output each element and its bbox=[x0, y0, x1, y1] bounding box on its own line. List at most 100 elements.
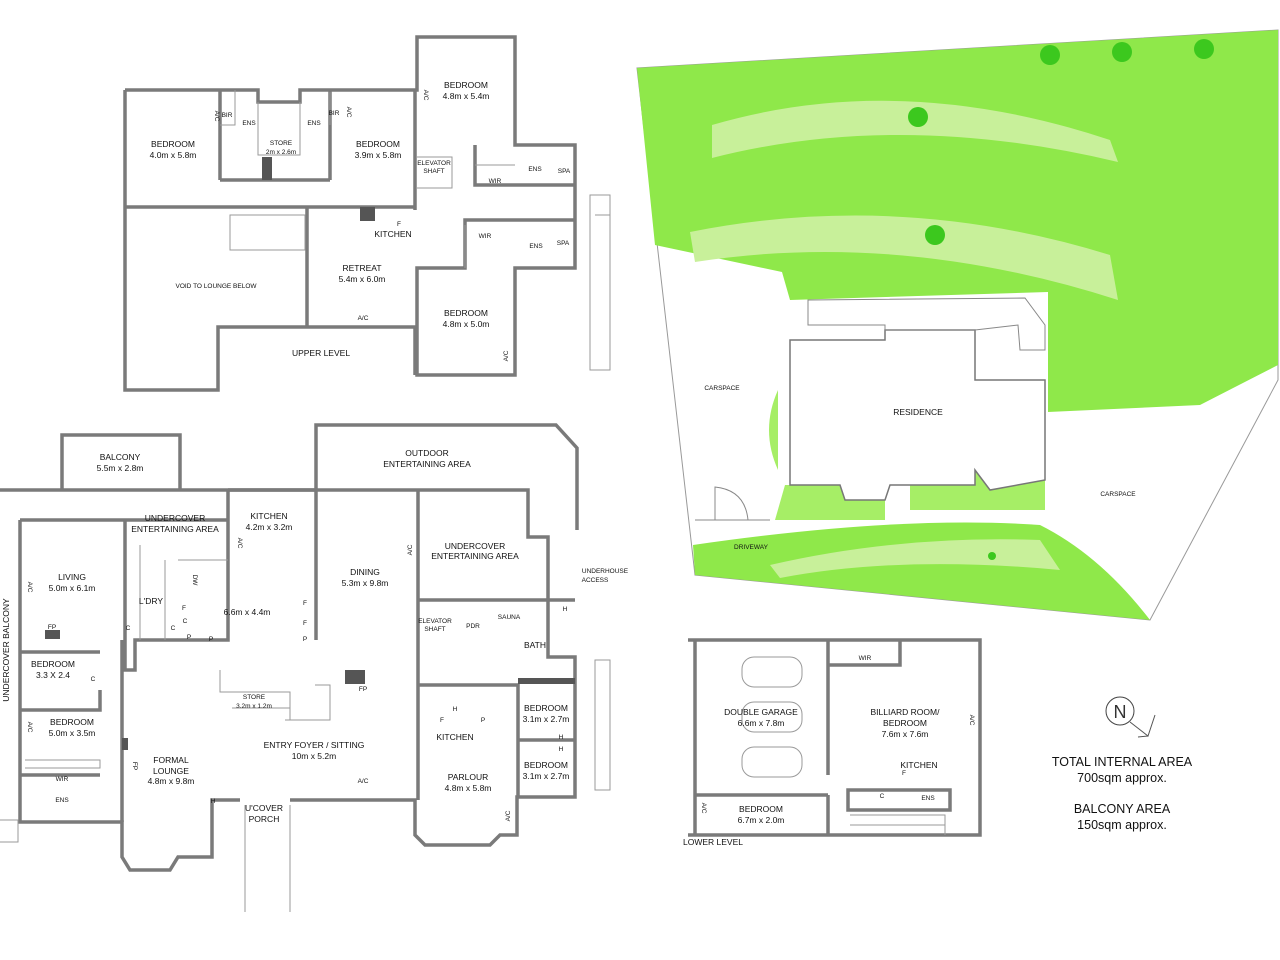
area-label: ACCESS bbox=[582, 577, 609, 584]
heater-label: H bbox=[453, 706, 458, 713]
car-icon bbox=[741, 656, 803, 688]
room-dims: 4.0m x 5.8m bbox=[150, 150, 197, 160]
room-name: STORE bbox=[270, 140, 293, 147]
fp-label: FP bbox=[359, 686, 367, 693]
elevator-label: ELEVATOR bbox=[417, 160, 451, 167]
level-title: UPPER LEVEL bbox=[292, 348, 350, 358]
ac-label: A/C bbox=[236, 538, 243, 549]
room-dims: 3.9m x 5.8m bbox=[355, 150, 402, 160]
area-label: UNDERCOVER bbox=[145, 513, 205, 523]
residence-label: RESIDENCE bbox=[893, 407, 943, 417]
ens-label: ENS bbox=[242, 120, 256, 127]
ens-label: ENS bbox=[528, 166, 542, 173]
bath-label: BATH bbox=[524, 640, 546, 650]
north-arrow: N bbox=[1105, 696, 1156, 738]
ground-level-plan: BALCONY 5.5m x 2.8m OUTDOOR ENTERTAINING… bbox=[0, 423, 629, 912]
room-dims: 4.8m x 5.0m bbox=[443, 319, 490, 329]
fp-label: FP bbox=[131, 762, 138, 770]
room-name: BEDROOM bbox=[356, 139, 400, 149]
fp-label: FP bbox=[48, 624, 56, 631]
room-dims: 5.0m x 6.1m bbox=[49, 583, 96, 593]
ac-label: A/C bbox=[26, 722, 33, 733]
cupboard-label: C bbox=[91, 676, 96, 683]
room-dims: 3.2m x 1.2m bbox=[236, 703, 272, 710]
room-dims: 7.6m x 7.6m bbox=[882, 729, 929, 739]
laundry-label: L'DRY bbox=[139, 596, 163, 606]
area-label: UNDERCOVER bbox=[445, 541, 505, 551]
room-dims: 4.8m x 9.8m bbox=[148, 776, 195, 786]
balcony-area-label: BALCONY AREA bbox=[1074, 802, 1171, 816]
site-plan: CARSPACE CARSPACE RESIDENCE DRIVEWAY bbox=[636, 29, 1279, 621]
wir-label: WIR bbox=[56, 776, 69, 783]
lawn-bottom-band bbox=[770, 539, 1060, 578]
room-dims: 4.2m x 3.2m bbox=[246, 522, 293, 532]
lawn-side bbox=[769, 390, 778, 470]
heater-label: H bbox=[559, 746, 564, 753]
area-label: UNDERHOUSE bbox=[582, 568, 629, 575]
ac-label: A/C bbox=[700, 803, 707, 814]
kitchen-label: KITCHEN bbox=[900, 760, 937, 770]
heater-label: H bbox=[563, 606, 568, 613]
driveway-label: DRIVEWAY bbox=[734, 544, 769, 551]
fridge-label: F bbox=[397, 221, 401, 228]
heater-label: H bbox=[559, 734, 564, 741]
pantry-label: P bbox=[303, 636, 307, 643]
room-name: BEDROOM bbox=[524, 703, 568, 713]
driveway-outline bbox=[695, 486, 770, 521]
room-dims: 6.6m x 4.4m bbox=[224, 607, 271, 617]
area-label: OUTDOOR bbox=[405, 448, 448, 458]
area-summary: TOTAL INTERNAL AREA 700sqm approx. BALCO… bbox=[1052, 755, 1193, 832]
room-name: BEDROOM bbox=[524, 760, 568, 770]
car-icon bbox=[741, 746, 803, 778]
area-label: ENTERTAINING AREA bbox=[383, 459, 471, 469]
room-dims: 5.4m x 6.0m bbox=[339, 274, 386, 284]
bir-label: BIR bbox=[329, 110, 340, 117]
room-name: PARLOUR bbox=[448, 772, 488, 782]
total-internal-area-value: 700sqm approx. bbox=[1077, 771, 1167, 785]
cupboard-label: C bbox=[880, 793, 885, 800]
kitchen-label: KITCHEN bbox=[436, 732, 473, 742]
north-label: N bbox=[1114, 702, 1127, 722]
level-title: LOWER LEVEL bbox=[683, 837, 743, 847]
carspace-label: CARSPACE bbox=[704, 385, 740, 392]
ens-label: ENS bbox=[307, 120, 321, 127]
carspace-label: CARSPACE bbox=[1100, 491, 1136, 498]
ac-label: A/C bbox=[407, 544, 414, 555]
area-label: ENTERTAINING AREA bbox=[131, 524, 219, 534]
ens-label: ENS bbox=[921, 795, 935, 802]
sauna-label: SAUNA bbox=[498, 614, 521, 621]
ac-label: A/C bbox=[422, 90, 429, 101]
cupboard-label: C bbox=[171, 625, 176, 632]
ac-label: A/C bbox=[213, 111, 220, 122]
room-name: DOUBLE GARAGE bbox=[724, 707, 798, 717]
wir-label: WIR bbox=[489, 178, 502, 185]
room-name: BEDROOM bbox=[444, 308, 488, 318]
room-dims: 10m x 5.2m bbox=[292, 751, 336, 761]
room-name: BALCONY bbox=[100, 452, 141, 462]
ac-label: A/C bbox=[26, 582, 33, 593]
ac-label: A/C bbox=[503, 350, 510, 361]
ens-label: ENS bbox=[55, 797, 69, 804]
elevator-label: SHAFT bbox=[424, 626, 445, 633]
pantry-label: P bbox=[481, 717, 485, 724]
area-label: UNDERCOVER BALCONY bbox=[1, 598, 11, 702]
room-name: RETREAT bbox=[342, 263, 381, 273]
room-name: BILLIARD ROOM/ bbox=[871, 707, 941, 717]
fridge-label: F bbox=[182, 605, 186, 612]
lawn-band-2 bbox=[690, 215, 1118, 300]
fridge-label: F bbox=[303, 600, 307, 607]
room-name: BEDROOM bbox=[444, 80, 488, 90]
stairs bbox=[850, 814, 946, 835]
room-dims: 2m x 2.6m bbox=[266, 149, 296, 156]
wir-label: WIR bbox=[479, 233, 492, 240]
kitchen-label: KITCHEN bbox=[374, 229, 411, 239]
room-name: BEDROOM bbox=[883, 718, 927, 728]
ac-label: A/C bbox=[505, 810, 512, 821]
lawn-band-1 bbox=[712, 100, 1118, 162]
area-label: ENTERTAINING AREA bbox=[431, 551, 519, 561]
ac-label: A/C bbox=[345, 107, 352, 118]
car-icon bbox=[741, 701, 803, 733]
balcony-area-value: 150sqm approx. bbox=[1077, 818, 1167, 832]
fireplace bbox=[122, 738, 128, 750]
